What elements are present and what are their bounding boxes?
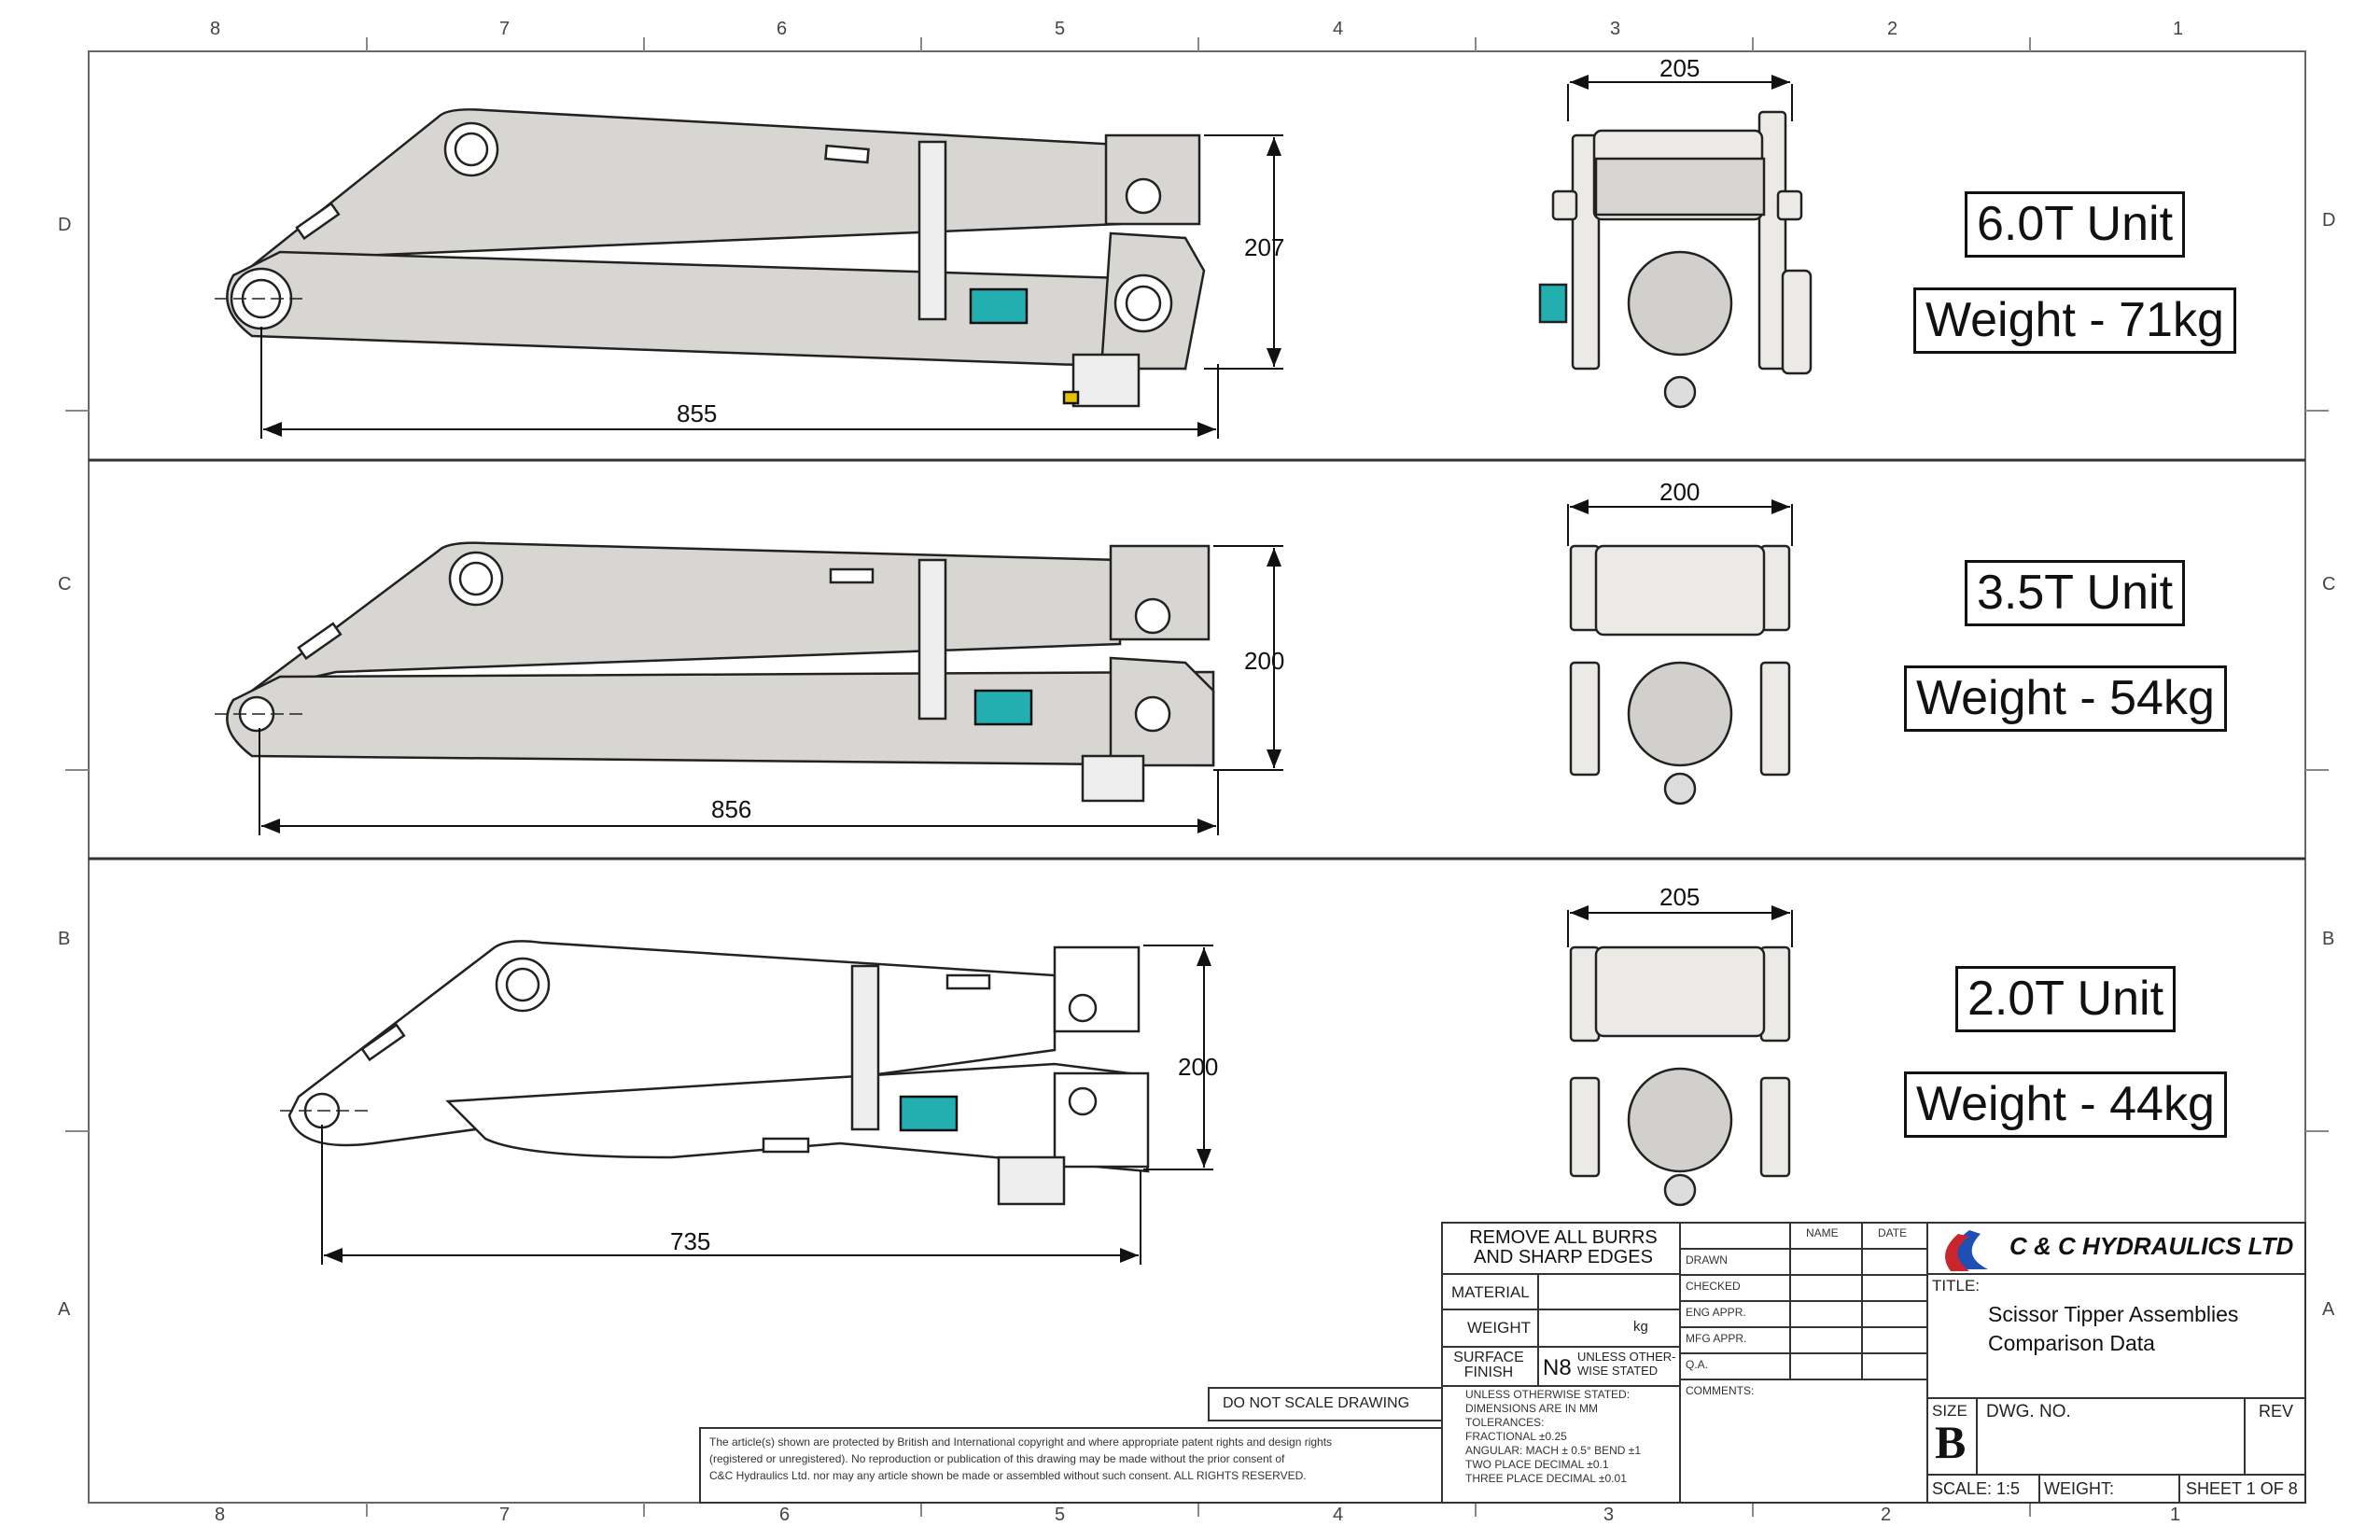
- rev-label: REV: [2259, 1402, 2294, 1421]
- tolerance-5: TWO PLACE DECIMAL ±0.1: [1465, 1458, 1609, 1471]
- zone-col-top-5: 5: [1055, 19, 1066, 39]
- zone-col-bottom-6: 6: [779, 1505, 791, 1525]
- company-logo-icon: [1945, 1230, 1988, 1271]
- zone-col-top-3: 3: [1610, 19, 1621, 39]
- tolerance-2: TOLERANCES:: [1465, 1416, 1545, 1429]
- zone-col-bottom-5: 5: [1055, 1505, 1066, 1525]
- dim-height-2t: 200: [1178, 1053, 1219, 1081]
- unit-label-3-5t: 3.5T Unit: [1965, 560, 2186, 627]
- date-header: DATE: [1878, 1226, 1908, 1239]
- approval-mfg: MFG APPR.: [1686, 1332, 1747, 1345]
- sheet-number: SHEET 1 OF 8: [2186, 1479, 2298, 1498]
- unit-weight-3-5t: Weight - 54kg: [1904, 665, 2227, 733]
- zone-col-bottom-7: 7: [499, 1505, 511, 1525]
- zone-col-top-7: 7: [499, 19, 511, 39]
- side-view-2t: [280, 940, 1150, 1206]
- dim-width-3-5t: 200: [1659, 478, 1701, 506]
- dim-width-2t: 205: [1659, 883, 1701, 911]
- dimension-lines-2t: [321, 905, 1793, 1265]
- zone-col-top-2: 2: [1887, 19, 1898, 39]
- zone-row-left-b: B: [58, 929, 71, 949]
- zone-row-left-a: A: [58, 1299, 71, 1320]
- approval-drawn: DRAWN: [1686, 1253, 1728, 1267]
- dim-width-6t: 205: [1659, 54, 1701, 82]
- tolerance-1: DIMENSIONS ARE IN MM: [1465, 1402, 1599, 1415]
- zone-ticks: [65, 37, 2329, 1517]
- scale-value: SCALE: 1:5: [1932, 1479, 2021, 1498]
- zone-row-right-b: B: [2322, 929, 2335, 949]
- surface-finish-label: SURFACE FINISH: [1453, 1350, 1524, 1380]
- approval-qa: Q.A.: [1686, 1358, 1709, 1371]
- zone-row-left-c: C: [58, 574, 72, 595]
- weight-footer: WEIGHT:: [2044, 1479, 2114, 1498]
- copyright-line-1: (registered or unregistered). No reprodu…: [709, 1452, 1285, 1465]
- front-view-6t: [1538, 110, 1813, 409]
- unit-weight-6t: Weight - 71kg: [1913, 287, 2236, 355]
- title-block-frame: [699, 1222, 2306, 1504]
- weight-label: WEIGHT: [1467, 1319, 1531, 1337]
- unit-weight-2t: Weight - 44kg: [1904, 1071, 2227, 1139]
- unit-label-2t: 2.0T Unit: [1955, 966, 2177, 1033]
- title-label: TITLE:: [1932, 1277, 1981, 1295]
- dimension-lines-6t: [260, 75, 1793, 439]
- zone-col-bottom-3: 3: [1603, 1505, 1615, 1525]
- tolerance-6: THREE PLACE DECIMAL ±0.01: [1465, 1472, 1627, 1485]
- company-name: C & C HYDRAULICS LTD: [2009, 1232, 2294, 1260]
- approval-eng: ENG APPR.: [1686, 1306, 1746, 1319]
- tolerance-0: UNLESS OTHERWISE STATED:: [1465, 1388, 1631, 1401]
- zone-row-right-d: D: [2322, 210, 2336, 231]
- size-label: SIZE: [1932, 1402, 1967, 1420]
- dim-length-2t: 735: [670, 1227, 711, 1255]
- name-header: NAME: [1806, 1226, 1839, 1239]
- approval-checked: CHECKED: [1686, 1280, 1741, 1293]
- zone-col-top-4: 4: [1333, 19, 1344, 39]
- dwg-no-label: DWG. NO.: [1986, 1402, 2071, 1421]
- zone-row-right-a: A: [2322, 1299, 2335, 1320]
- size-value: B: [1935, 1416, 1967, 1468]
- surface-finish-note: UNLESS OTHER- WISE STATED: [1577, 1350, 1676, 1378]
- title-line-2: Comparison Data: [1988, 1331, 2155, 1355]
- zone-col-top-8: 8: [210, 19, 221, 39]
- front-view-2t: [1569, 945, 1791, 1207]
- zone-row-left-d: D: [58, 215, 72, 235]
- front-view-3-5t: [1569, 544, 1791, 805]
- dim-height-6t: 207: [1244, 233, 1285, 261]
- weight-unit: kg: [1633, 1319, 1648, 1335]
- copyright-line-0: The article(s) shown are protected by Br…: [709, 1435, 1333, 1449]
- do-not-scale-note: DO NOT SCALE DRAWING: [1223, 1395, 1410, 1411]
- material-label: MATERIAL: [1451, 1283, 1530, 1301]
- zone-col-bottom-1: 1: [2170, 1505, 2181, 1525]
- side-view-6t: [215, 108, 1206, 408]
- copyright-line-2: C&C Hydraulics Ltd. nor may any article …: [709, 1469, 1307, 1482]
- dim-length-6t: 855: [677, 399, 718, 427]
- zone-row-right-c: C: [2322, 574, 2336, 595]
- comments-label: COMMENTS:: [1686, 1384, 1755, 1397]
- note-remove-burrs: REMOVE ALL BURRS AND SHARP EDGES: [1469, 1227, 1658, 1267]
- surface-finish-value: N8: [1543, 1355, 1572, 1380]
- title-line-1: Scissor Tipper Assemblies: [1988, 1302, 2239, 1326]
- tolerance-3: FRACTIONAL ±0.25: [1465, 1430, 1567, 1443]
- tolerance-4: ANGULAR: MACH ± 0.5° BEND ±1: [1465, 1444, 1642, 1457]
- zone-col-top-6: 6: [777, 19, 788, 39]
- unit-label-6t: 6.0T Unit: [1965, 191, 2186, 259]
- zone-col-bottom-2: 2: [1881, 1505, 1892, 1525]
- dim-height-3-5t: 200: [1244, 647, 1285, 675]
- zone-col-bottom-4: 4: [1333, 1505, 1344, 1525]
- zone-col-top-1: 1: [2173, 19, 2184, 39]
- side-view-3-5t: [215, 541, 1215, 803]
- dim-length-3-5t: 856: [711, 795, 752, 823]
- dimension-lines-3-5t: [259, 499, 1793, 835]
- zone-col-bottom-8: 8: [215, 1505, 226, 1525]
